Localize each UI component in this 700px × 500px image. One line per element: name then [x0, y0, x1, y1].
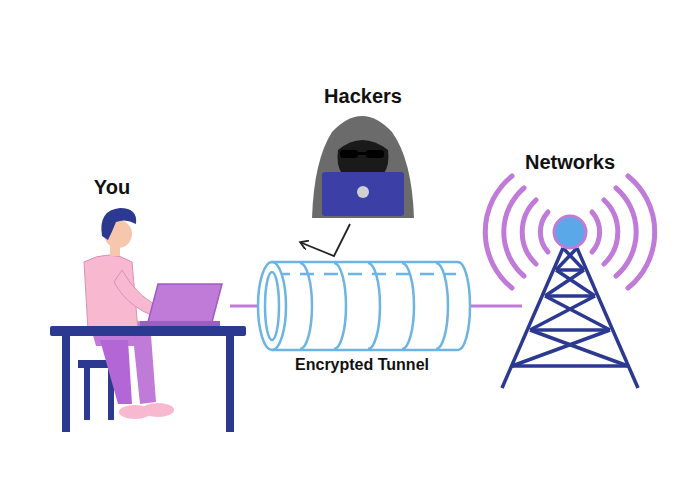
network-tower	[485, 176, 654, 388]
link-line	[468, 305, 522, 308]
tunnel-cylinder	[258, 262, 470, 350]
hacker-figure	[302, 116, 414, 256]
figure-label: You	[94, 175, 130, 199]
tunnel-label: Encrypted Tunnel	[295, 355, 429, 374]
figure-label: Hackers	[324, 84, 402, 108]
person-figure	[50, 208, 246, 432]
figure-label: Networks	[525, 150, 615, 174]
